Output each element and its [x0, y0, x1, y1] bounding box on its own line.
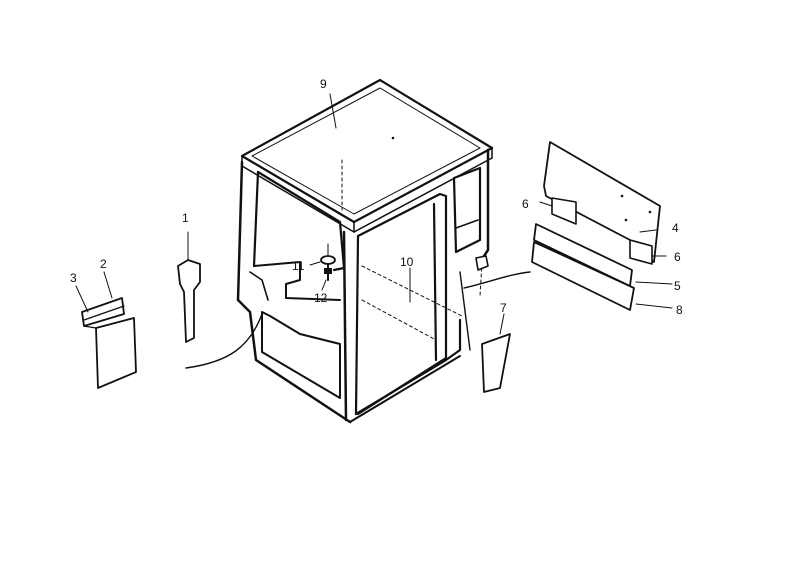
leader-curves: [185, 271, 531, 369]
rear-frame: [452, 148, 490, 351]
roof-panel: [240, 78, 494, 233]
label-2: 2: [100, 257, 107, 271]
front-frame: [342, 192, 462, 423]
label-9: 9: [320, 77, 327, 91]
label-6-right: 6: [674, 250, 681, 264]
label-11: 11: [292, 259, 305, 273]
part-12-bolt: [324, 243, 332, 281]
part-8-lower-strip: [531, 241, 635, 311]
part-7-corner-panel: [481, 313, 511, 393]
part-10-clip: [475, 255, 489, 271]
label-leaders: [309, 93, 673, 309]
label-8: 8: [676, 303, 683, 317]
part-labels: 1 2 3 4 5 6 6 7 8 9 10 11 12: [70, 77, 683, 317]
label-6-left: 6: [522, 197, 529, 211]
part-2-3-side-panel: [75, 271, 137, 389]
part-1-corner-trim: [177, 231, 201, 343]
label-4: 4: [672, 221, 679, 235]
cab-frame: [236, 78, 494, 424]
label-5: 5: [674, 279, 681, 293]
part-11-washer: [320, 255, 336, 265]
label-3: 3: [70, 271, 77, 285]
label-7: 7: [500, 301, 507, 315]
left-side-frame: [236, 160, 352, 424]
label-10: 10: [400, 255, 414, 269]
label-1: 1: [182, 211, 189, 225]
part-6-gasket-left: [539, 197, 577, 225]
label-12: 12: [314, 291, 328, 305]
part-6-gasket-right: [629, 239, 653, 265]
